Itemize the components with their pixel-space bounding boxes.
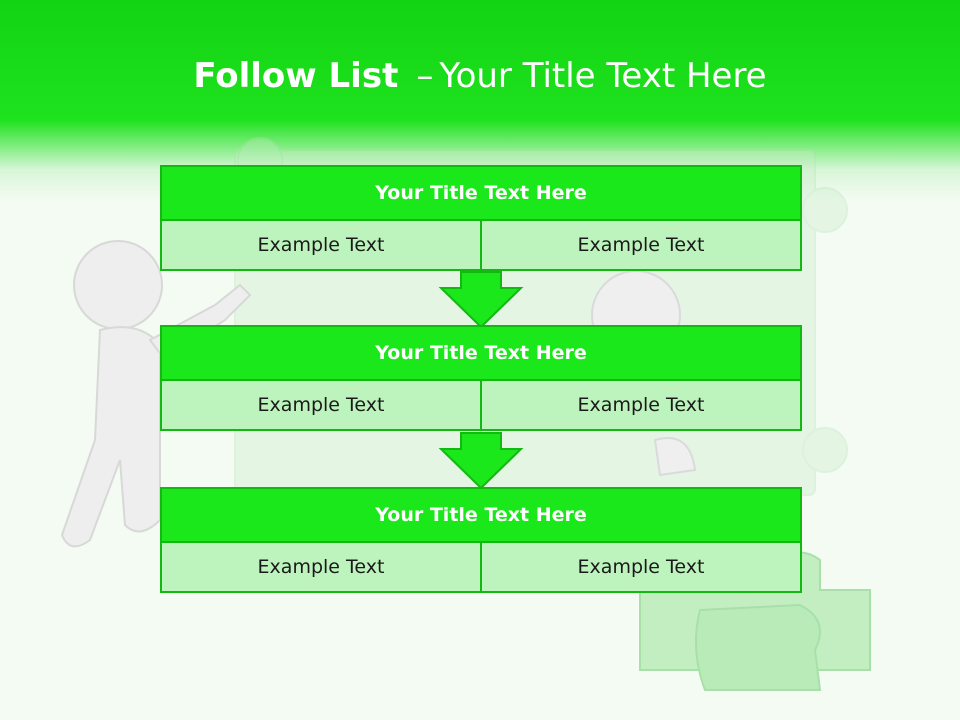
block-cell-right: Example Text [482,221,802,271]
block-cell-right: Example Text [482,543,802,593]
block-cell-left: Example Text [160,381,482,431]
block-cell-right: Example Text [482,381,802,431]
block-title: Your Title Text Here [160,325,802,381]
block-row: Example Text Example Text [160,381,802,431]
list-block-1: Your Title Text Here Example Text Exampl… [160,165,802,271]
block-row: Example Text Example Text [160,543,802,593]
block-title: Your Title Text Here [160,165,802,221]
list-block-3: Your Title Text Here Example Text Exampl… [160,487,802,593]
down-arrow-icon [438,432,524,490]
title-dash: – [416,56,434,96]
slide-title-bold: Follow List [193,56,399,96]
down-arrow-icon [438,271,524,329]
list-block-2: Your Title Text Here Example Text Exampl… [160,325,802,431]
slide-title-rest: Your Title Text Here [439,56,767,96]
slide-title: Follow List–Your Title Text Here [0,52,960,100]
block-title: Your Title Text Here [160,487,802,543]
block-row: Example Text Example Text [160,221,802,271]
block-cell-left: Example Text [160,543,482,593]
block-cell-left: Example Text [160,221,482,271]
